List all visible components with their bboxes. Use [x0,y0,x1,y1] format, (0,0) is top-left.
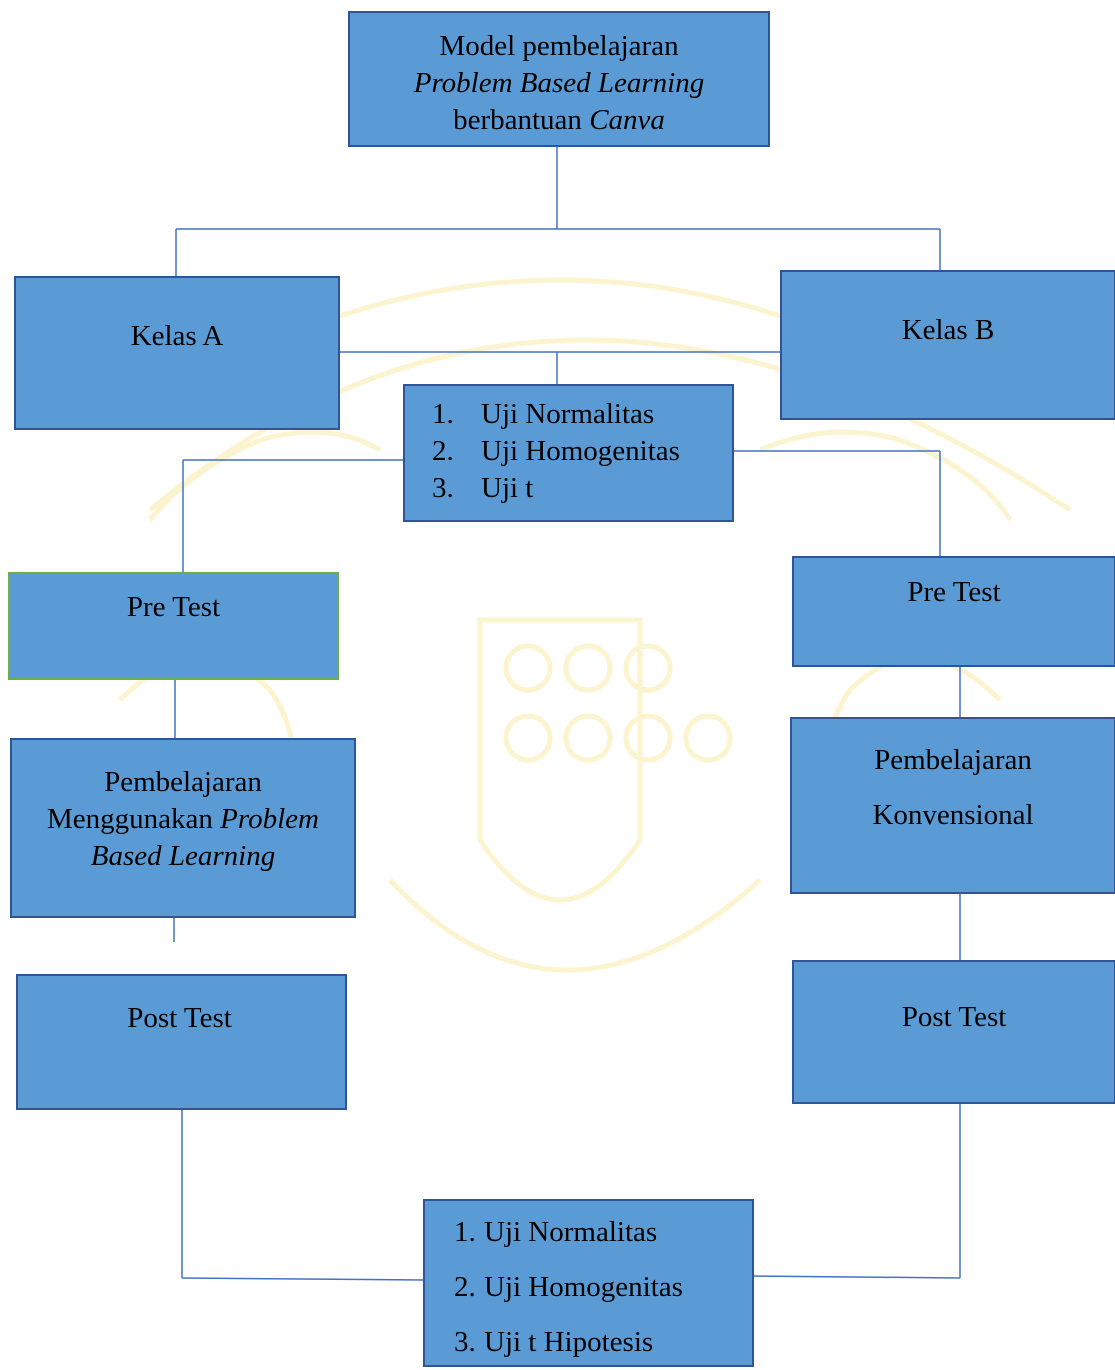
posttest-a-box: Post Test [16,974,347,1110]
analysis-list-1: 1.Uji Normalitas 2.Uji Homogenitas 3.Uji… [432,396,732,507]
posttest-a-label: Post Test [127,1002,232,1034]
kelas-b-box: Kelas B [780,270,1115,420]
learning-b-line1: Pembelajaran [874,744,1032,776]
posttest-b-box: Post Test [792,960,1115,1104]
pretest-a-box: Pre Test [8,572,339,680]
analysis-item: 1.Uji Normalitas [432,398,655,430]
analysis-box-2: 1.Uji Normalitas 2.Uji Homogenitas 3.Uji… [423,1199,754,1367]
kelas-b-label: Kelas B [901,314,995,346]
connector [753,1275,961,1279]
pretest-b-label: Pre Test [907,576,1001,608]
analysis-list-2: 1.Uji Normalitas 2.Uji Homogenitas 3.Uji… [454,1205,752,1370]
pretest-b-box: Pre Test [792,556,1115,667]
analysis-item: 3.Uji t [432,472,534,504]
model-box: Model pembelajaran Problem Based Learnin… [348,11,770,147]
pretest-a-label: Pre Test [126,591,221,623]
learning-b-box: Pembelajaran Konvensional [790,717,1115,894]
learning-a-line2: Menggunakan Problem [47,803,319,835]
kelas-a-box: Kelas A [14,276,340,430]
model-tool: berbantuan Canva [453,104,665,136]
learning-b-line2: Konvensional [872,799,1034,831]
model-title: Model pembelajaran [439,30,679,62]
kelas-a-label: Kelas A [130,320,224,352]
analysis-item: 3.Uji t Hipotesis [454,1326,654,1358]
analysis-item: 1.Uji Normalitas [454,1216,658,1248]
connector [181,1277,424,1281]
analysis-item: 2.Uji Homogenitas [454,1271,683,1303]
analysis-item: 2.Uji Homogenitas [432,435,680,467]
posttest-b-label: Post Test [901,1001,1007,1033]
model-name: Problem Based Learning [413,67,705,99]
learning-a-line1: Pembelajaran [104,766,262,798]
analysis-box-1: 1.Uji Normalitas 2.Uji Homogenitas 3.Uji… [403,384,734,522]
learning-a-line3: Based Learning [90,840,276,872]
learning-a-box: Pembelajaran Menggunakan Problem Based L… [10,738,356,918]
